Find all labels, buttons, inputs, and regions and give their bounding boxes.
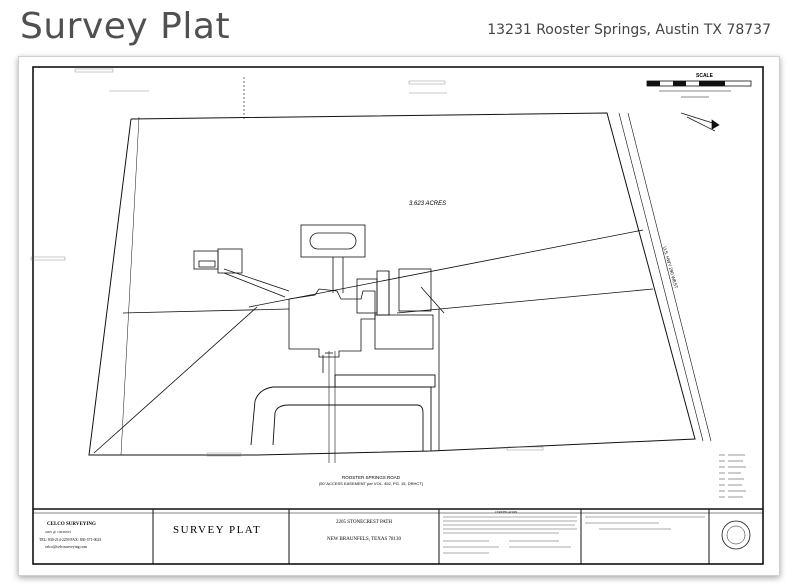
legend — [719, 454, 746, 498]
company-phone: TEL: 830-214-2259 FAX: 830-571-0023 — [39, 538, 101, 542]
site-address: 2205 STONECREST PATH — [336, 520, 392, 525]
company-line-2: 2205 @ 13030555 — [45, 530, 71, 534]
page-title: Survey Plat — [20, 6, 231, 47]
certification-lines — [443, 516, 705, 554]
sheet-title: SURVEY PLAT — [173, 524, 261, 536]
highway-label: U.S. HWY 290 WEST — [662, 246, 679, 289]
driveway — [250, 374, 436, 451]
boundary-annotations — [30, 68, 544, 457]
survey-plat-sheet: SCALE — [18, 56, 780, 576]
certification-heading: CERTIFICATION — [495, 510, 518, 514]
title-block — [33, 508, 763, 564]
plat-drawing: SCALE — [30, 66, 764, 565]
north-arrow-icon — [680, 112, 720, 132]
acreage-label: 3.623 ACRES — [409, 201, 446, 207]
outbuildings — [193, 248, 290, 298]
company-email: celco@celcosurveying.com — [45, 545, 87, 549]
tract-lines — [93, 116, 654, 456]
property-boundary — [88, 77, 712, 456]
pool — [300, 224, 366, 293]
scale-bar: SCALE — [646, 73, 752, 98]
road-label: ROOSTER SPRINGS ROAD — [342, 475, 401, 480]
site-city: NEW BRAUNFELS, TEXAS 78130 — [327, 537, 401, 542]
main-house — [288, 268, 434, 463]
company-name: CELCO SURVEYING — [47, 522, 96, 527]
sheet-border — [32, 66, 764, 565]
road-easement-label: (50' ACCESS EASEMENT per VOL. 452, PG. 1… — [319, 481, 424, 486]
scale-label: SCALE — [696, 73, 714, 79]
property-address: 13231 Rooster Springs, Austin TX 78737 — [487, 22, 771, 38]
